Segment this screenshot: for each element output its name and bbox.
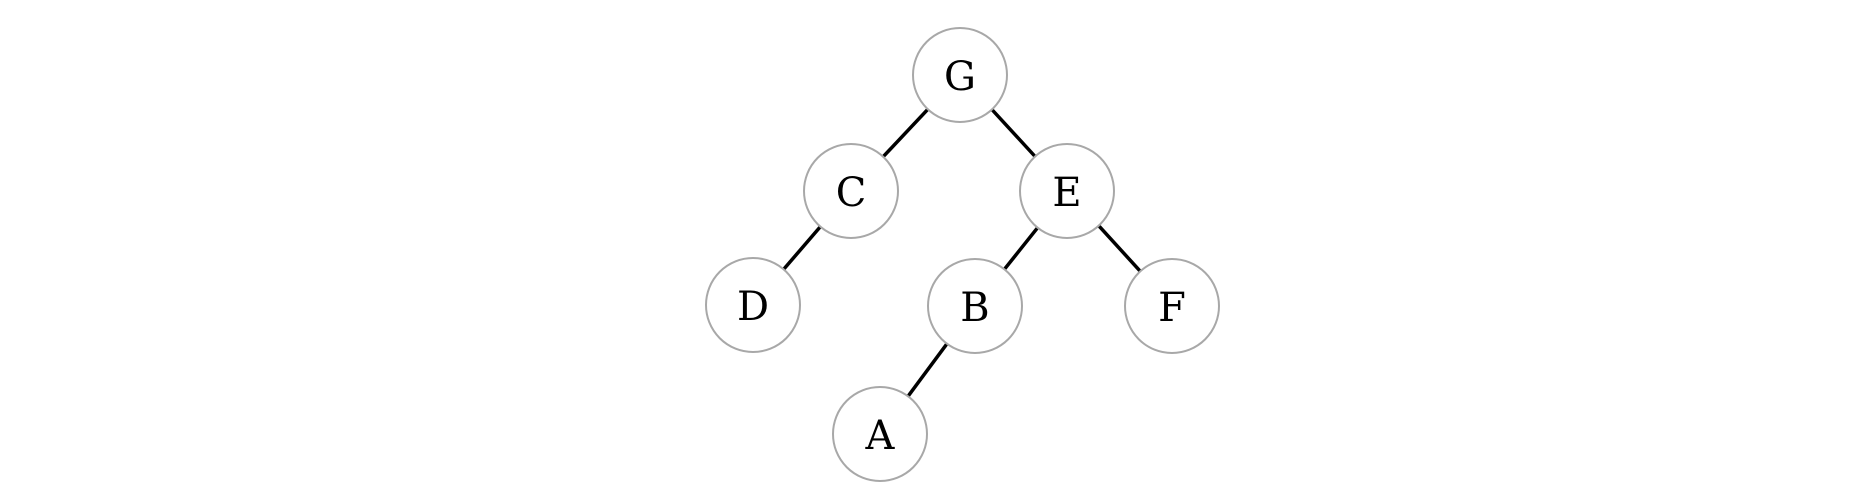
node-label: E: [1052, 170, 1081, 216]
nodes-layer: G C E D B F A: [705, 27, 1220, 482]
node-E: E: [1019, 143, 1115, 239]
node-circle: [927, 258, 1023, 354]
edge-E-F: [1097, 224, 1142, 273]
node-label: F: [1158, 285, 1186, 331]
edge-G-C: [881, 108, 930, 158]
node-G: G: [912, 27, 1008, 123]
node-C: C: [803, 143, 899, 239]
edge-B-A: [906, 342, 949, 398]
node-circle: [1019, 143, 1115, 239]
node-label: G: [944, 54, 976, 100]
node-A: A: [832, 386, 928, 482]
node-label: B: [960, 285, 989, 331]
edge-C-D: [782, 225, 822, 271]
node-F: F: [1124, 258, 1220, 354]
edges-layer: [782, 108, 1142, 398]
node-label: A: [865, 413, 896, 459]
node-circle: [832, 386, 928, 482]
edge-G-E: [990, 108, 1037, 158]
node-circle: [912, 27, 1008, 123]
edge-E-B: [1003, 226, 1039, 271]
node-label: C: [836, 170, 867, 216]
node-B: B: [927, 258, 1023, 354]
node-D: D: [705, 257, 801, 353]
node-circle: [803, 143, 899, 239]
node-label: D: [737, 284, 769, 330]
node-circle: [1124, 258, 1220, 354]
node-circle: [705, 257, 801, 353]
